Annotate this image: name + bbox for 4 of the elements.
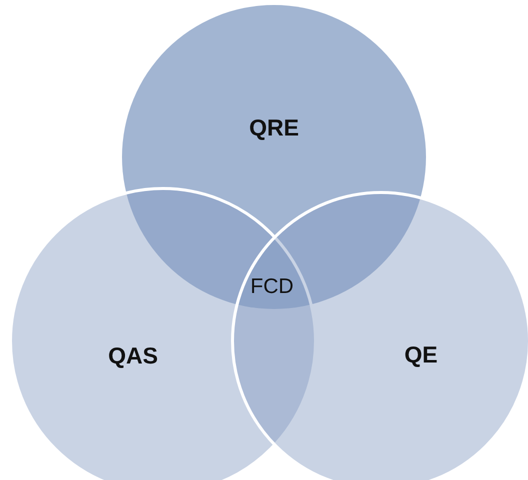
circle-label: QRE	[249, 114, 299, 142]
circle-label: QE	[404, 342, 438, 368]
overlap-label: FCD	[250, 275, 294, 299]
circle-label: QAS	[108, 342, 158, 370]
